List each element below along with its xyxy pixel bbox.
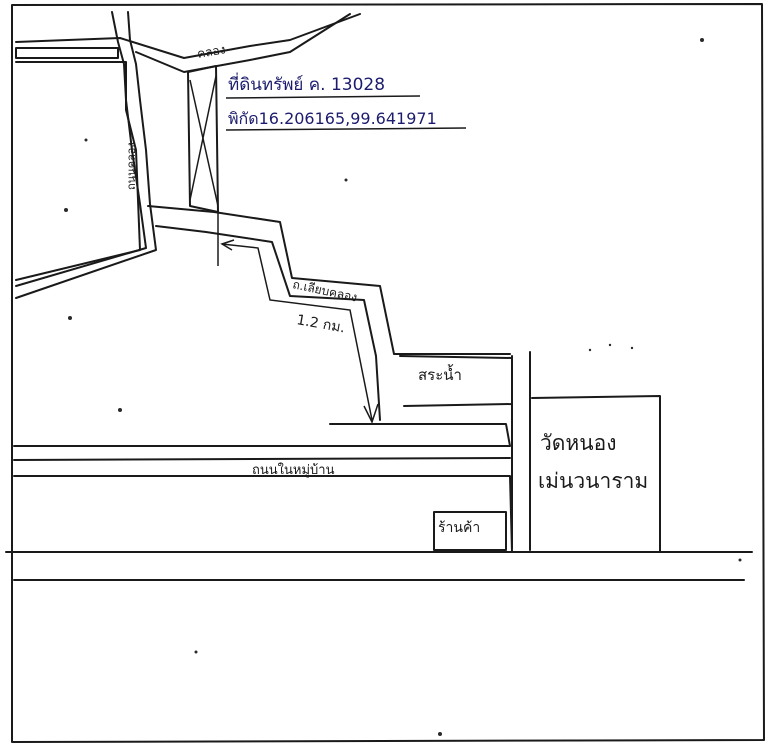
canal-left-label: ถนนคลอง — [125, 142, 138, 190]
land-parcel-cross-1 — [189, 79, 219, 207]
canal-side-road-upper-edge — [147, 205, 511, 355]
canal-top-edge-1 — [15, 13, 361, 59]
top-left-block — [15, 47, 119, 59]
distance-label: 1.2 กม. — [295, 312, 346, 336]
village-road-mid — [13, 475, 513, 553]
village-road-upper-1 — [13, 423, 511, 447]
upper-left-land — [15, 61, 141, 281]
temple-parcel — [531, 395, 661, 553]
temple-label-line1: วัดหนอง — [540, 431, 617, 455]
village-road-label: ถนนในหมู่บ้าน — [252, 462, 335, 478]
coordinates-underline — [225, 127, 467, 131]
paper-specks — [64, 38, 742, 736]
canal-top-label: คลอง — [196, 42, 226, 61]
map-frame — [11, 3, 765, 743]
canal-top-edge-2 — [135, 13, 351, 73]
route-arrow-tail-mark — [220, 239, 235, 251]
temple-label-line2: เม่นวนาราม — [538, 469, 648, 493]
shop-label: ร้านค้า — [438, 520, 480, 536]
land-title-label: ที่ดินทรัพย์ ค. 13028 — [228, 72, 385, 95]
pond-label: สระน้ำ — [418, 364, 462, 384]
land-parcel-cross-2 — [189, 75, 217, 201]
shop-outline — [433, 511, 507, 551]
village-road-upper-2 — [13, 457, 511, 461]
canal-road-right-edge — [15, 11, 157, 299]
coordinates-label: พิกัด16.206165,99.641971 — [228, 109, 437, 128]
route-arrow-line — [221, 243, 373, 421]
route-arrow-head — [363, 403, 379, 424]
canal-side-road-lower-edge — [155, 225, 381, 421]
land-title-underline — [225, 95, 421, 99]
canal-road-left-edge — [15, 11, 147, 287]
